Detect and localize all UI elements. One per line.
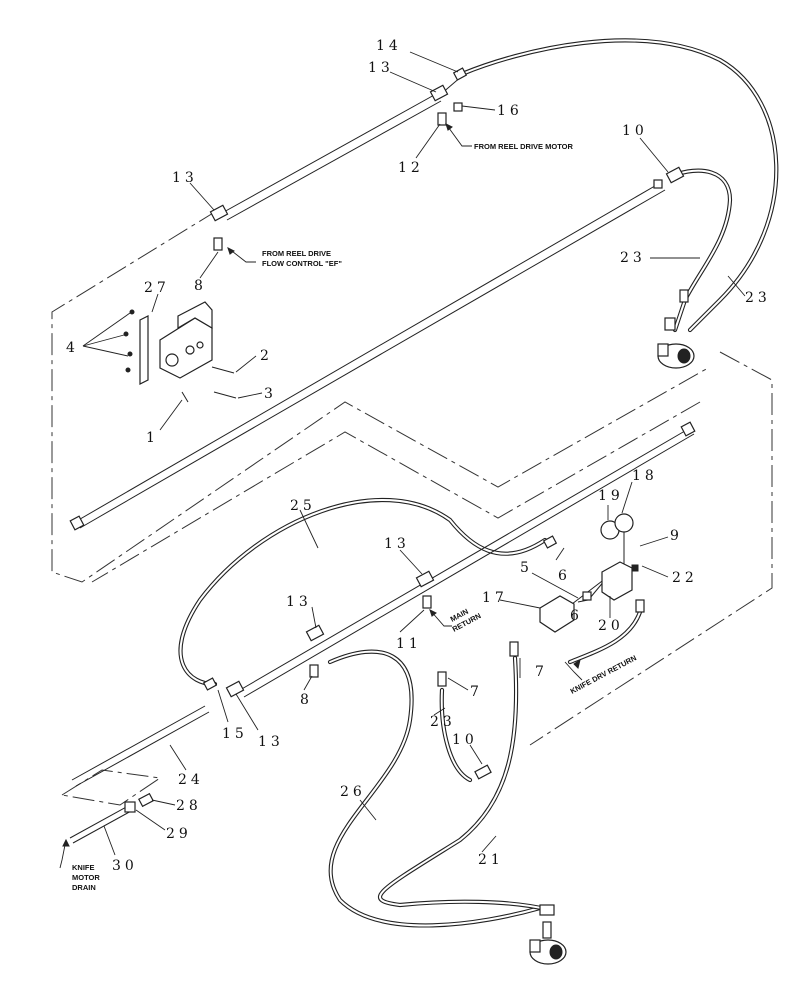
note-from-reel-drive-line1: FROM REEL DRIVE <box>262 249 331 258</box>
note-knife-motor-drain-line1: KNIFE <box>72 863 95 872</box>
callout-5: 5 <box>520 560 533 576</box>
callout-23: 23 <box>620 250 646 266</box>
callout-17: 17 <box>482 590 508 606</box>
callout-22: 22 <box>672 570 698 586</box>
callout-30: 30 <box>112 858 138 874</box>
callout-6: 6 <box>570 608 583 624</box>
callout-11: 11 <box>396 636 422 652</box>
callout-1: 1 <box>146 430 159 446</box>
components <box>123 301 695 965</box>
callout-19: 19 <box>598 488 624 504</box>
callout-29: 29 <box>166 826 192 842</box>
callout-10: 10 <box>452 732 478 748</box>
arrowheads <box>62 123 581 847</box>
callout-7: 7 <box>470 684 483 700</box>
callout-4: 4 <box>66 340 79 356</box>
phantom-lines <box>51 209 773 806</box>
middle-phantom-outline <box>91 401 701 583</box>
callout-15: 15 <box>222 726 248 742</box>
callout-8: 8 <box>194 278 207 294</box>
fittings <box>69 67 696 916</box>
note-knife-motor-drain-line2: MOTOR <box>72 873 100 882</box>
note-from-reel-drive-motor: FROM REEL DRIVE MOTOR <box>474 142 573 151</box>
callout-26: 26 <box>340 784 366 800</box>
hoses <box>178 38 779 928</box>
callout-21: 21 <box>478 852 504 868</box>
callout-13: 13 <box>172 170 198 186</box>
callout-2: 2 <box>260 348 273 364</box>
valve-block <box>123 301 213 385</box>
callout-13: 13 <box>258 734 284 750</box>
upper-motor <box>657 343 695 369</box>
callout-13: 13 <box>384 536 410 552</box>
callout-13: 13 <box>286 594 312 610</box>
callout-13: 13 <box>368 60 394 76</box>
callout-23: 23 <box>745 290 771 306</box>
knife-drain-phantom <box>60 769 162 806</box>
leader-lines <box>59 51 746 869</box>
callout-7: 7 <box>535 664 548 680</box>
callout-23: 23 <box>430 714 456 730</box>
callout-10: 10 <box>622 123 648 139</box>
callout-6: 6 <box>558 568 571 584</box>
callout-16: 16 <box>497 103 523 119</box>
callout-14: 14 <box>376 38 402 54</box>
callout-24: 24 <box>178 772 204 788</box>
lower-motor <box>529 921 567 965</box>
note-knife-motor-drain-line3: DRAIN <box>72 883 96 892</box>
callout-28: 28 <box>176 798 202 814</box>
callout-27: 27 <box>144 280 170 296</box>
callouts: 14 13 16 12 10 13 8 23 23 27 4 2 3 1 25 … <box>66 38 771 874</box>
callout-3: 3 <box>264 386 277 402</box>
upper-phantom-outline <box>51 209 709 583</box>
callout-12: 12 <box>398 160 424 176</box>
callout-20: 20 <box>598 618 624 634</box>
callout-25: 25 <box>290 498 316 514</box>
callout-9: 9 <box>670 528 683 544</box>
callout-18: 18 <box>632 468 658 484</box>
callout-8: 8 <box>300 692 313 708</box>
note-from-reel-drive-line2: FLOW CONTROL "EF" <box>262 259 342 268</box>
lower-phantom-outline <box>529 351 773 746</box>
